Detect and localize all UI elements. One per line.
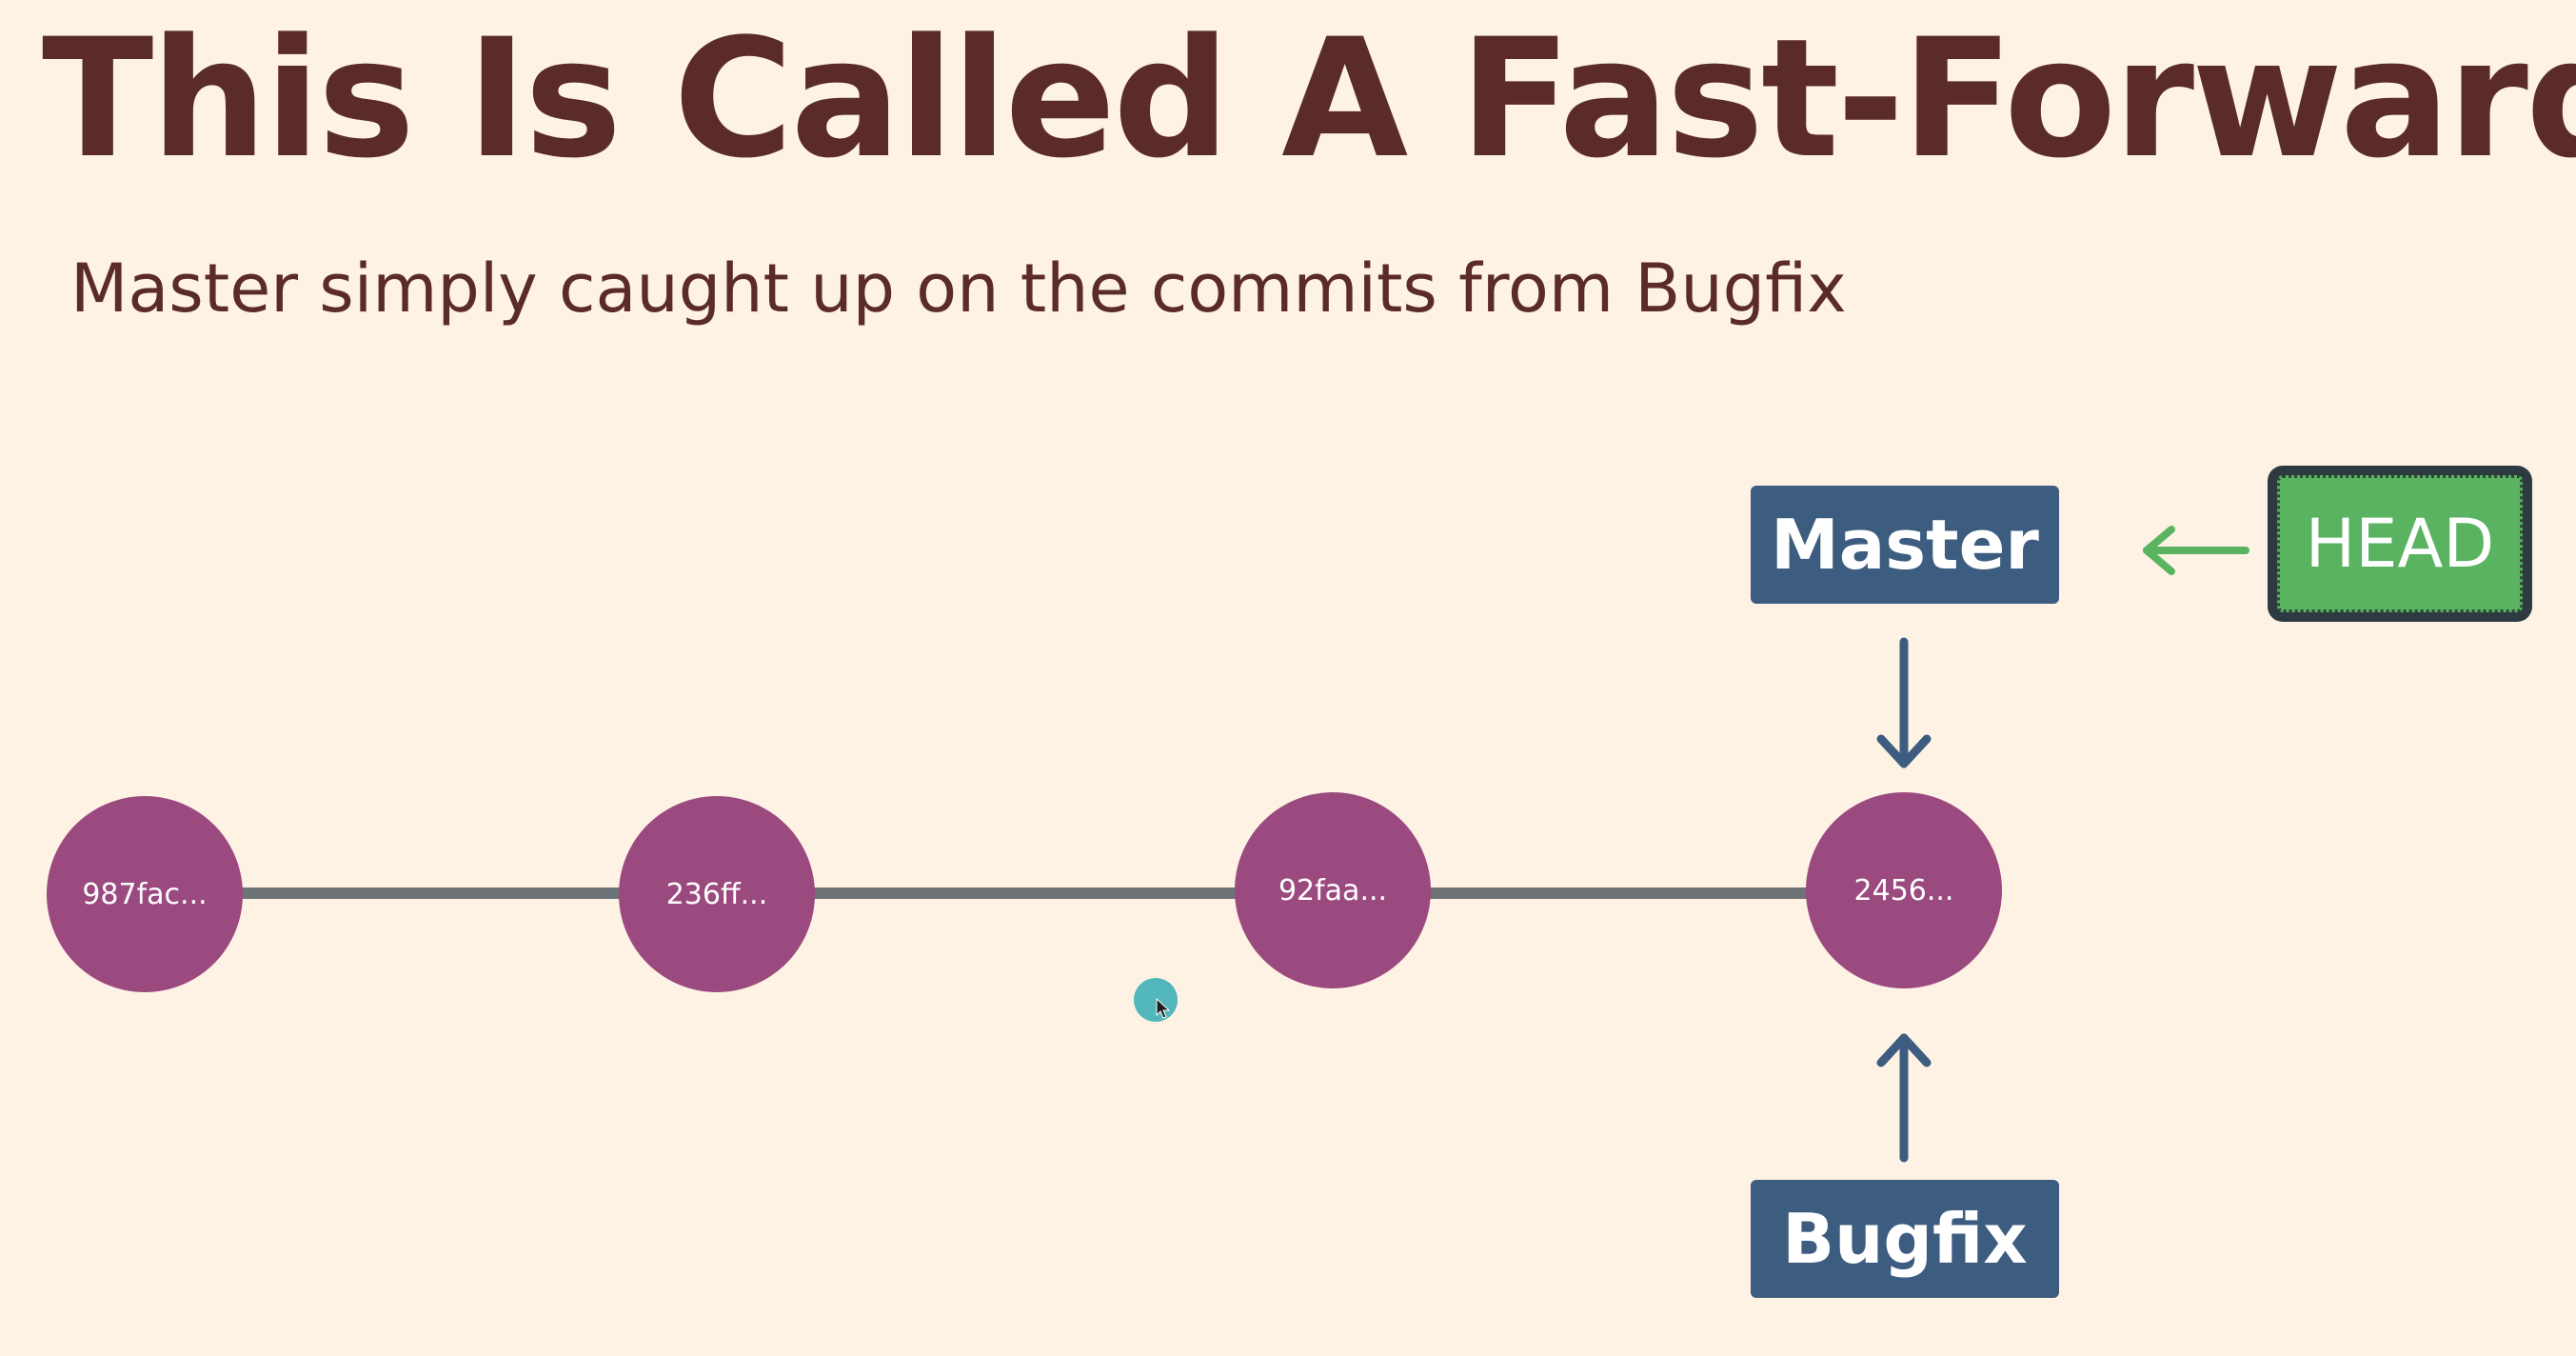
commit-hash-label: 236ff... xyxy=(665,877,768,911)
arrow-up-icon xyxy=(1876,1033,1932,1163)
slide-title: This Is Called A Fast-Forward xyxy=(42,3,2576,194)
master-branch-text: Master xyxy=(1771,505,2039,585)
head-pointer-inner: HEAD xyxy=(2277,475,2523,612)
slide-subtitle: Master simply caught up on the commits f… xyxy=(70,249,1847,328)
cursor-highlight xyxy=(1134,978,1178,1022)
commit-node: 92faa... xyxy=(1235,792,1431,988)
commit-hash-label: 987fac... xyxy=(82,877,208,911)
mouse-cursor-icon xyxy=(1156,997,1171,1019)
commit-hash-label: 2456... xyxy=(1853,873,1954,907)
bugfix-branch-text: Bugfix xyxy=(1782,1199,2028,1279)
commit-history-line xyxy=(145,887,1906,899)
bugfix-branch-label: Bugfix xyxy=(1751,1180,2059,1298)
master-branch-label: Master xyxy=(1751,486,2059,604)
head-pointer-box: HEAD xyxy=(2268,466,2532,622)
head-label: HEAD xyxy=(2305,505,2495,583)
commit-node: 987fac... xyxy=(47,796,243,992)
arrow-left-icon xyxy=(2143,526,2249,575)
commit-hash-label: 92faa... xyxy=(1278,873,1388,907)
commit-node: 2456... xyxy=(1806,792,2002,988)
arrow-down-icon xyxy=(1876,637,1932,768)
commit-node: 236ff... xyxy=(619,796,815,992)
